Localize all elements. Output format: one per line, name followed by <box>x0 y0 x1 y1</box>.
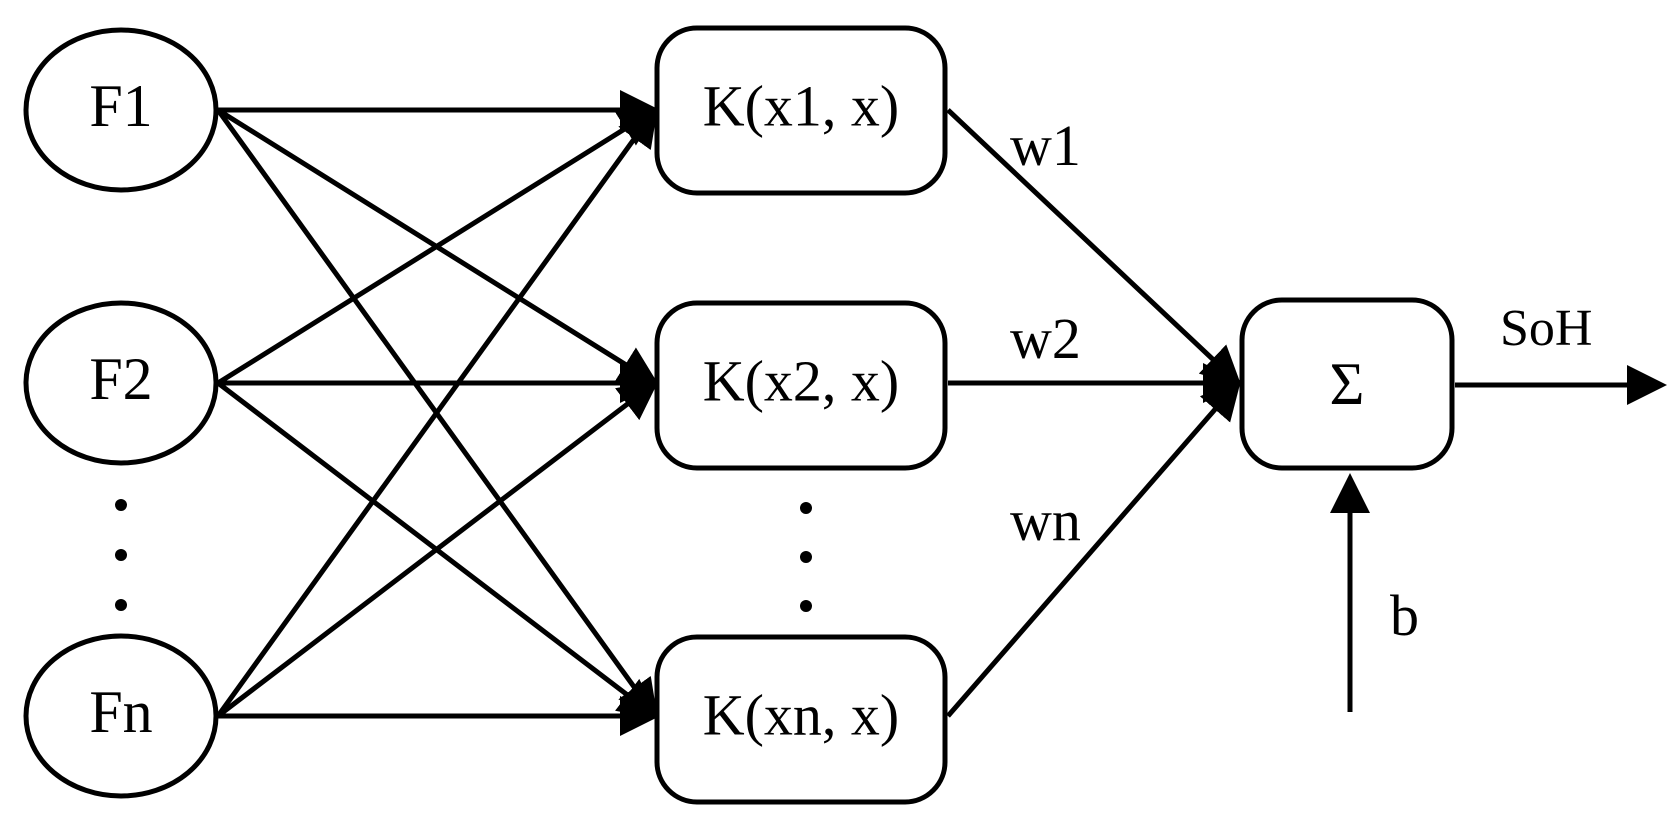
weight-label-w1: w1 <box>1010 113 1081 178</box>
input-node-f2-ellipse <box>23 300 219 466</box>
input-node-f2-label: F2 <box>89 346 152 412</box>
kernel-node-1-label: K(x1, x) <box>703 73 900 138</box>
kernel-node-n: K(xn, x) <box>654 634 948 805</box>
kernel-ellipsis-dot <box>800 600 812 612</box>
sum-node: Σ <box>1239 297 1455 471</box>
edge-fn-k1 <box>215 105 658 718</box>
kernel-ellipsis <box>800 502 812 612</box>
input-ellipsis-dot <box>115 549 127 561</box>
sum-node-box <box>1239 297 1455 471</box>
input-ellipsis-dot <box>115 599 127 611</box>
bias-label: b <box>1390 583 1419 648</box>
kernel-node-2-box <box>654 300 948 471</box>
input-node-f2: F2 <box>23 300 219 466</box>
output-label: SoH <box>1500 300 1592 357</box>
input-node-fn: Fn <box>23 633 219 799</box>
kernel-node-2-label: K(x2, x) <box>703 348 900 413</box>
input-node-f1-label: F1 <box>89 73 152 139</box>
kernel-node-2: K(x2, x) <box>654 300 948 471</box>
kernel-sum-connections <box>946 108 1243 718</box>
edge-kn-sum <box>946 379 1242 718</box>
kernel-node-1: K(x1, x) <box>654 25 948 196</box>
input-node-f1: F1 <box>23 27 219 193</box>
input-ellipsis <box>115 499 127 611</box>
input-node-fn-label: Fn <box>89 679 152 745</box>
input-node-f1-ellipse <box>23 27 219 193</box>
weight-label-wn: wn <box>1010 488 1081 553</box>
kernel-node-1-box <box>654 25 948 196</box>
kernel-node-n-box <box>654 634 948 805</box>
input-ellipsis-dot <box>115 499 127 511</box>
input-kernel-connections <box>215 90 660 736</box>
weight-label-w2: w2 <box>1010 306 1081 371</box>
input-node-fn-ellipse <box>23 633 219 799</box>
kernel-ellipsis-dot <box>800 551 812 563</box>
kernel-ellipsis-dot <box>800 502 812 514</box>
edge-fn-k2 <box>216 379 659 718</box>
edge-k1-sum <box>946 108 1242 387</box>
edge-f2-k1 <box>216 107 660 386</box>
sum-node-label: Σ <box>1330 351 1365 417</box>
kernel-node-n-label: K(xn, x) <box>703 682 900 747</box>
